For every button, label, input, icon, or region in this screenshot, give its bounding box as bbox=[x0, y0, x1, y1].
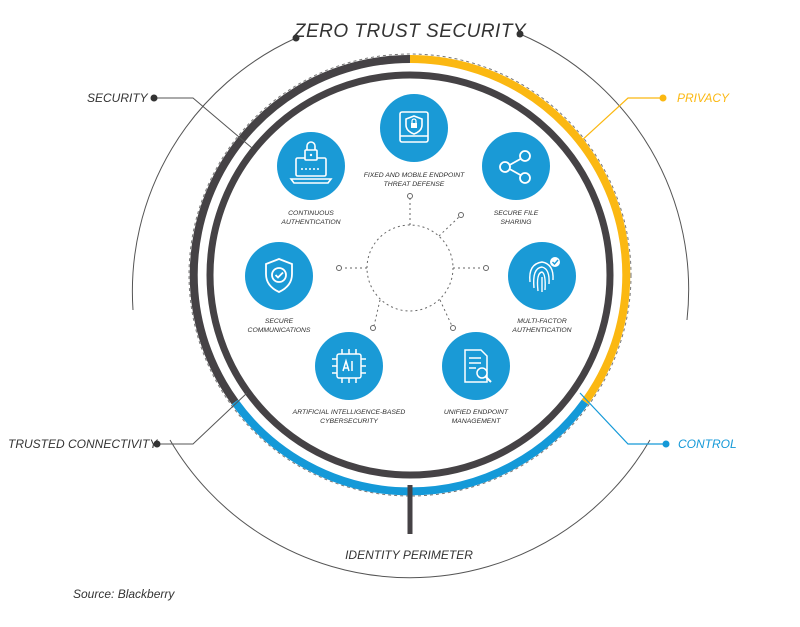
spoke-dot bbox=[483, 265, 489, 271]
outer-guide-arc-left bbox=[131, 37, 297, 311]
hub-spokes bbox=[341, 198, 484, 327]
capability-circle bbox=[442, 332, 510, 400]
spoke-dot bbox=[450, 325, 456, 331]
title-dot-left bbox=[292, 34, 300, 42]
capability-label-line2: COMMUNICATIONS bbox=[248, 327, 311, 334]
diagram-title: ZERO TRUST SECURITY bbox=[293, 21, 527, 42]
identity-perimeter-label: IDENTITY PERIMETER bbox=[345, 548, 473, 562]
capability-unified-endpoint-management: UNIFIED ENDPOINT MANAGEMENT bbox=[442, 332, 510, 425]
capability-endpoint-threat-defense: FIXED AND MOBILE ENDPOINT THREAT DEFENSE bbox=[364, 94, 465, 188]
spoke-dot bbox=[370, 325, 376, 331]
center-hub bbox=[366, 224, 454, 312]
capability-circle bbox=[482, 132, 550, 200]
capability-circle bbox=[315, 332, 383, 400]
outer-guide-arc-bottom bbox=[169, 439, 651, 579]
security-label: SECURITY bbox=[87, 91, 149, 105]
laptop-lock-icon bbox=[289, 141, 333, 184]
security-dot bbox=[150, 94, 158, 102]
capability-label-line2: AUTHENTICATION bbox=[511, 327, 571, 334]
outer-guide-arc-right bbox=[519, 33, 690, 321]
source-note: Source: Blackberry bbox=[73, 587, 175, 601]
capability-label-line2: SHARING bbox=[501, 219, 532, 226]
privacy-ring-arc bbox=[409, 54, 631, 405]
trusted-connectivity-label: TRUSTED CONNECTIVITY bbox=[8, 437, 158, 451]
spoke-dot bbox=[336, 265, 342, 271]
capability-label-line2: AUTHENTICATION bbox=[280, 219, 340, 226]
shield-check-icon bbox=[265, 258, 293, 293]
capability-ai-cybersecurity: ARTIFICIAL INTELLIGENCE-BASED CYBERSECUR… bbox=[292, 332, 406, 425]
capability-secure-communications: SECURE COMMUNICATIONS bbox=[245, 242, 313, 334]
capability-label-line1: UNIFIED ENDPOINT bbox=[444, 409, 509, 416]
document-search-icon bbox=[464, 349, 492, 383]
capability-label-line1: ARTIFICIAL INTELLIGENCE-BASED bbox=[292, 409, 406, 416]
ai-chip-icon bbox=[332, 349, 366, 383]
capability-label-line1: CONTINUOUS bbox=[288, 210, 334, 217]
capability-secure-file-sharing: SECURE FILE SHARING bbox=[482, 132, 550, 226]
capability-multi-factor-authentication: MULTI-FACTOR AUTHENTICATION bbox=[508, 242, 576, 334]
capability-label-line2: MANAGEMENT bbox=[452, 418, 502, 425]
share-icon bbox=[499, 150, 531, 184]
control-label: CONTROL bbox=[678, 437, 737, 451]
trusted-connectivity-leader bbox=[157, 392, 248, 445]
spoke-bottom-right bbox=[439, 299, 453, 327]
dashed-guide-ring bbox=[188, 53, 632, 497]
privacy-dot bbox=[659, 94, 667, 102]
capability-label-line2: THREAT DEFENSE bbox=[384, 181, 445, 188]
spoke-end-dots bbox=[336, 193, 489, 331]
device-shield-icon bbox=[399, 111, 429, 143]
inner-dark-ring bbox=[206, 71, 614, 479]
spoke-dot bbox=[407, 193, 413, 199]
capability-label-line1: SECURE FILE bbox=[494, 210, 539, 217]
privacy-leader bbox=[579, 97, 663, 143]
spoke-bottom-left bbox=[373, 299, 381, 327]
trusted-connectivity-dot bbox=[153, 440, 161, 448]
control-leader bbox=[579, 392, 666, 445]
fingerprint-check-icon bbox=[529, 257, 560, 292]
title-dot-right bbox=[516, 30, 524, 38]
capability-continuous-authentication: CONTINUOUS AUTHENTICATION bbox=[277, 132, 345, 226]
capability-label-line2: CYBERSECURITY bbox=[320, 418, 378, 425]
capability-circle bbox=[508, 242, 576, 310]
privacy-label: PRIVACY bbox=[677, 91, 730, 105]
capability-label-line1: SECURE bbox=[265, 318, 294, 325]
capability-label-line1: MULTI-FACTOR bbox=[517, 318, 567, 325]
control-dot bbox=[662, 440, 670, 448]
security-ring-arc bbox=[189, 54, 411, 405]
security-leader bbox=[154, 97, 253, 149]
spoke-dot bbox=[458, 212, 464, 218]
spoke-top-right bbox=[438, 216, 460, 237]
capability-label-line1: FIXED AND MOBILE ENDPOINT bbox=[364, 172, 465, 179]
